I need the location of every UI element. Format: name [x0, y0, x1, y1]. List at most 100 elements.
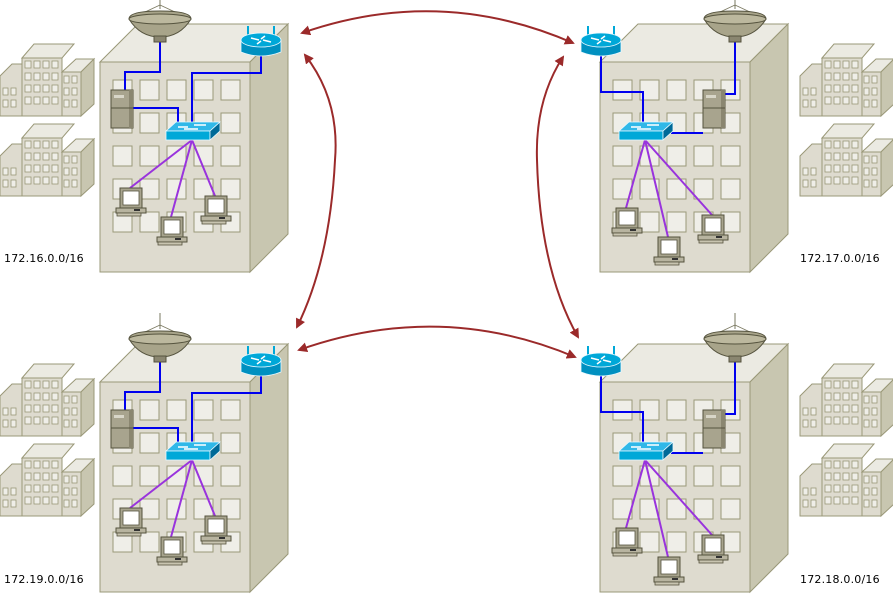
- workstation-icon: [156, 216, 188, 246]
- building-window: [639, 399, 660, 421]
- workstation-icon: [697, 214, 729, 244]
- building-window: [139, 178, 160, 200]
- building-window: [612, 399, 633, 421]
- office-building-icon: [799, 123, 893, 198]
- office-building-icon: [0, 43, 96, 118]
- workstation-icon: [697, 534, 729, 564]
- switch-icon: [164, 441, 222, 461]
- building-window: [693, 498, 714, 520]
- building-window: [193, 79, 214, 101]
- site-nw: [0, 0, 290, 274]
- wan-link-ne-se: [535, 55, 579, 339]
- access-link: [170, 459, 193, 538]
- wan-link-nw-ne: [300, 10, 575, 45]
- building-window: [166, 79, 187, 101]
- access-link: [644, 459, 713, 536]
- switch-icon: [164, 121, 222, 141]
- building-window: [139, 498, 160, 520]
- access-link: [170, 139, 193, 218]
- wan-link-nw-sw: [296, 53, 337, 329]
- building-window: [639, 178, 660, 200]
- workstation-icon: [653, 556, 685, 586]
- building-window: [139, 531, 160, 553]
- workstation-icon: [156, 536, 188, 566]
- router-icon: [580, 26, 622, 57]
- network-label-site-ne: 172.17.0.0/16: [800, 252, 880, 265]
- access-link: [644, 459, 669, 558]
- server-icon: [702, 89, 726, 129]
- building-window: [639, 531, 660, 553]
- router-icon: [240, 26, 282, 57]
- uplink-dish-server: [124, 42, 161, 90]
- building-window: [220, 399, 241, 421]
- workstation-icon: [611, 527, 643, 557]
- building-window: [166, 465, 187, 487]
- site-ne: [580, 0, 893, 274]
- wan-link-sw-se: [297, 325, 577, 359]
- uplink-router-switch: [600, 376, 644, 443]
- building-window: [666, 145, 687, 167]
- satellite-dish-icon: [703, 0, 767, 43]
- building-window: [166, 145, 187, 167]
- building-window: [639, 211, 660, 233]
- site-sw: [0, 313, 290, 594]
- building-window: [693, 465, 714, 487]
- router-icon: [240, 346, 282, 377]
- access-link: [191, 459, 216, 517]
- building-window: [112, 145, 133, 167]
- network-label-site-nw: 172.16.0.0/16: [4, 252, 84, 265]
- network-label-site-sw: 172.19.0.0/16: [4, 573, 84, 586]
- building-window: [139, 432, 160, 454]
- uplink-router-switch: [191, 376, 262, 443]
- building-window: [220, 432, 241, 454]
- building-window: [639, 79, 660, 101]
- building-window: [666, 399, 687, 421]
- office-building-icon: [0, 363, 96, 438]
- building-window: [220, 145, 241, 167]
- building-window: [193, 465, 214, 487]
- building-window: [666, 211, 687, 233]
- uplink-dish-server: [124, 362, 161, 410]
- building-window: [139, 399, 160, 421]
- building-window: [139, 211, 160, 233]
- satellite-dish-icon: [128, 0, 192, 43]
- building-window: [720, 178, 741, 200]
- building-window: [693, 145, 714, 167]
- building-window: [193, 399, 214, 421]
- building-window: [139, 112, 160, 134]
- workstation-icon: [115, 507, 147, 537]
- uplink-server-switch: [133, 107, 179, 123]
- building-window: [666, 465, 687, 487]
- access-link: [129, 139, 193, 189]
- building-window: [220, 465, 241, 487]
- access-link: [625, 459, 646, 529]
- satellite-dish-icon: [128, 313, 192, 363]
- building-window: [612, 79, 633, 101]
- access-link: [129, 459, 193, 509]
- server-icon: [702, 409, 726, 449]
- access-link: [644, 139, 713, 216]
- office-building-icon: [0, 123, 96, 198]
- office-building-icon: [799, 443, 893, 518]
- access-link: [191, 139, 216, 197]
- building-window: [666, 79, 687, 101]
- main-building: [98, 22, 290, 274]
- workstation-icon: [200, 515, 232, 545]
- uplink-router-switch: [600, 56, 644, 123]
- access-link: [625, 139, 646, 209]
- switch-icon: [617, 441, 675, 461]
- building-window: [612, 465, 633, 487]
- building-window: [220, 178, 241, 200]
- wan-links-layer: [296, 10, 579, 359]
- building-window: [220, 79, 241, 101]
- building-window: [666, 498, 687, 520]
- building-window: [639, 498, 660, 520]
- building-window: [666, 178, 687, 200]
- network-label-site-se: 172.18.0.0/16: [800, 573, 880, 586]
- workstation-icon: [200, 195, 232, 225]
- router-icon: [580, 346, 622, 377]
- building-window: [720, 465, 741, 487]
